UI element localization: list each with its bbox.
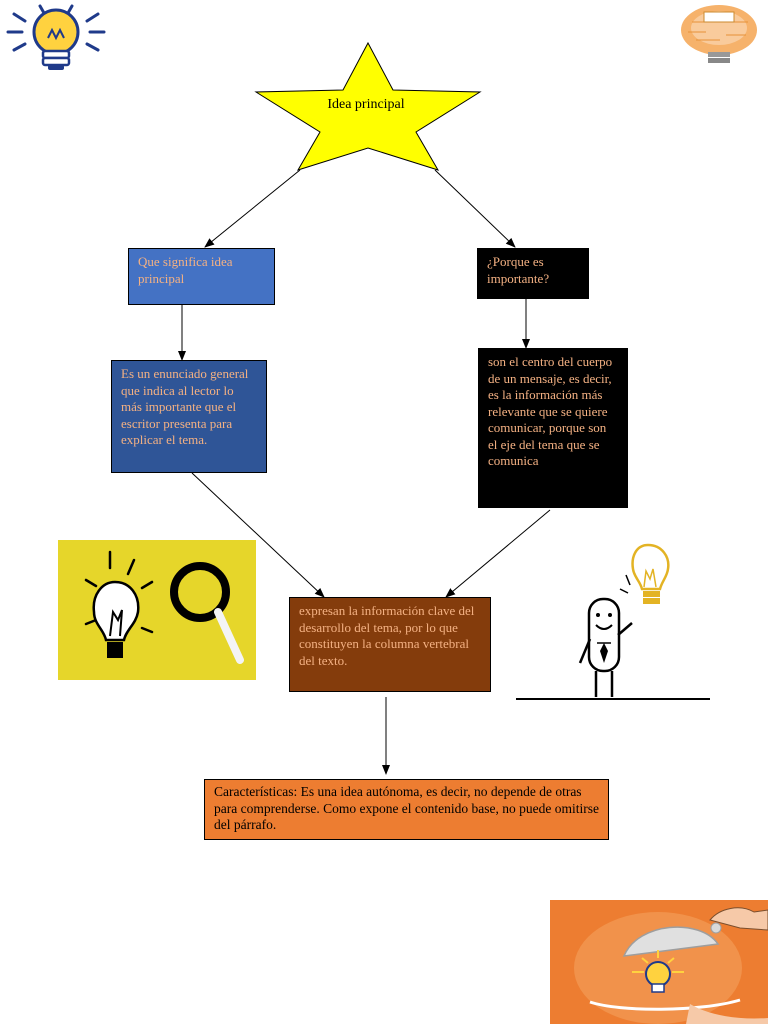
- characteristics-box: Características: Es una idea autónoma, e…: [204, 779, 609, 840]
- lightbulb-magnifier-icon: [58, 540, 256, 680]
- ideas-bulb-icon: [681, 5, 757, 63]
- serving-idea-icon: [550, 900, 768, 1024]
- arrow-right-answer-to-center: [445, 509, 551, 598]
- left-question-box: Que significa idea principal: [128, 248, 275, 305]
- lightbulb-logo-icon: [6, 4, 106, 70]
- arrow-star-to-right: [434, 169, 516, 248]
- convergence-box: expresan la información clave del desarr…: [289, 597, 491, 692]
- left-answer-box: Es un enunciado general que indica al le…: [111, 360, 267, 473]
- right-question-box: ¿Porque es importante?: [477, 248, 589, 299]
- central-star-shape: [254, 41, 482, 171]
- stick-figure-idea-icon: [516, 543, 710, 700]
- central-idea-label: Idea principal: [327, 97, 405, 112]
- arrow-star-to-left: [204, 169, 301, 248]
- arrow-left-answer-to-center: [191, 472, 325, 598]
- right-answer-box: son el centro del cuerpo de un mensaje, …: [478, 348, 628, 508]
